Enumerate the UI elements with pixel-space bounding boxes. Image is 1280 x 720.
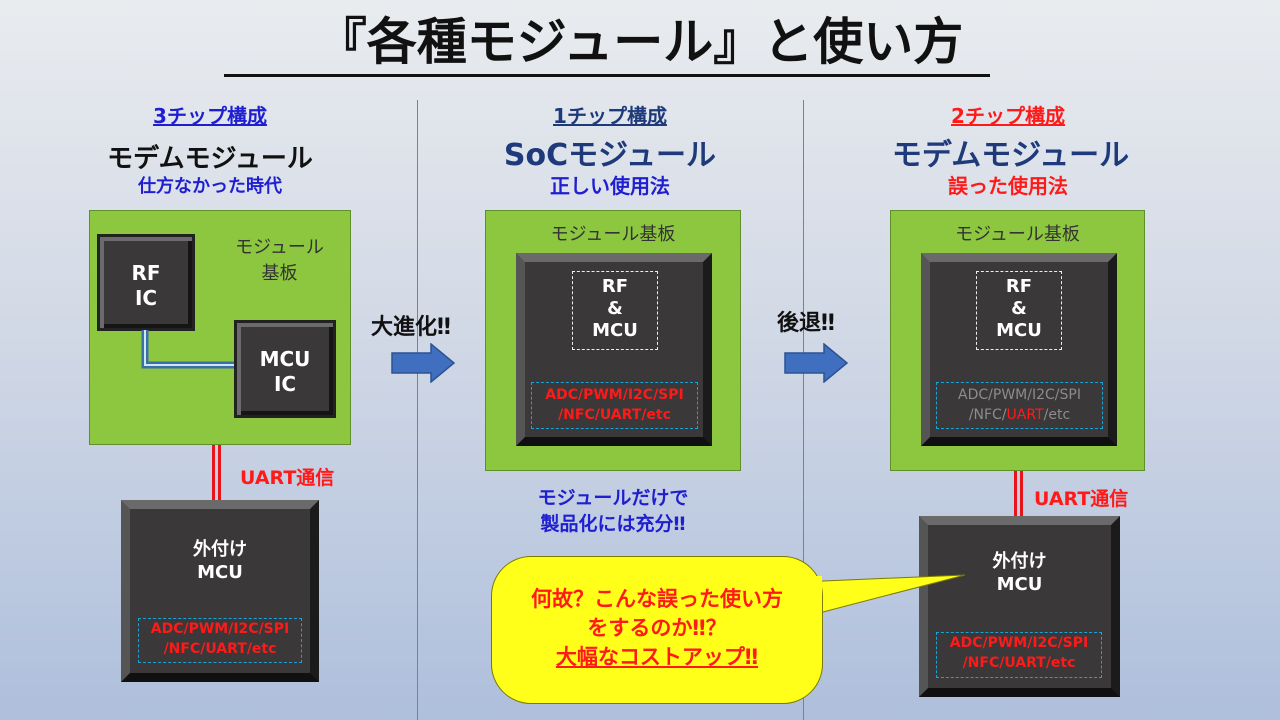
left-rf-ic-line2: IC <box>134 286 158 310</box>
page-title: 『各種モジュール』と使い方 <box>316 13 964 71</box>
left-external-mcu-chip <box>121 500 319 682</box>
arrow1-label: 大進化‼ <box>371 315 451 340</box>
right-config-label: 2チップ構成 <box>951 104 1065 128</box>
right-rf-mcu-core: RF & MCU <box>976 271 1062 350</box>
callout-text: 何故？こんな誤った使い方 をするのか‼？ 大幅なコストアップ‼ <box>491 585 823 672</box>
left-external-mcu-label: 外付け MCU <box>121 538 319 584</box>
callout-line1: 何故？こんな誤った使い方 <box>531 587 783 611</box>
right-external-mcu-label: 外付け MCU <box>919 550 1120 596</box>
callout-bubble <box>491 556 823 704</box>
left-board-label-line2: 基板 <box>261 263 298 284</box>
left-board-label: モジュール 基板 <box>222 235 337 287</box>
right-soc-line2: & <box>1011 298 1027 319</box>
arrow-right-icon <box>784 343 849 383</box>
middle-heading: SoCモジュール <box>503 138 717 173</box>
left-board-label-line1: モジュール <box>235 237 324 258</box>
left-ext-mcu-line2: MCU <box>197 562 243 583</box>
middle-config-label: 1チップ構成 <box>553 104 667 128</box>
callout-pointer-cover <box>790 576 822 622</box>
title-underline <box>224 74 990 77</box>
left-ext-mcu-line1: 外付け <box>193 539 247 560</box>
middle-periph-line1: ADC/PWM/I2C/SPI <box>545 387 684 403</box>
middle-note: モジュールだけで 製品化には充分‼ <box>460 485 766 537</box>
left-mcu-ic-line1: MCU <box>259 347 311 371</box>
left-uart-label: UART通信 <box>240 467 335 489</box>
right-board-label: モジュール基板 <box>955 224 1080 245</box>
left-uart-link <box>212 445 221 502</box>
left-rf-ic-line1: RF <box>131 261 161 285</box>
callout-line2: をするのか‼？ <box>587 616 727 640</box>
middle-subheading: 正しい使用法 <box>550 174 670 198</box>
left-mcu-ic-chip: MCU IC <box>234 320 336 418</box>
left-ext-periph-line1: ADC/PWM/I2C/SPI <box>150 621 290 637</box>
divider-right <box>803 100 804 720</box>
middle-board-label: モジュール基板 <box>550 224 676 245</box>
middle-note-line2: 製品化には充分‼ <box>540 513 686 535</box>
right-soc-line3: MCU <box>996 320 1042 341</box>
callout-line3: 大幅なコストアップ‼ <box>555 645 759 669</box>
middle-soc-line2: & <box>607 298 623 319</box>
right-subheading: 誤った使用法 <box>948 174 1068 198</box>
left-heading: モデムモジュール <box>107 144 313 174</box>
middle-soc-line1: RF <box>601 276 629 297</box>
left-ext-peripherals: ADC/PWM/I2C/SPI /NFC/UART/etc <box>138 618 302 663</box>
left-rf-ic-chip: RF IC <box>97 234 195 331</box>
left-config-label: 3チップ構成 <box>153 104 267 128</box>
right-soc-line1: RF <box>1005 276 1033 297</box>
right-heading: モデムモジュール <box>891 138 1130 173</box>
right-ext-periph-line2: /NFC/UART/etc <box>962 655 1076 671</box>
right-periph-uart: UART <box>1006 407 1044 423</box>
middle-note-line1: モジュールだけで <box>537 487 689 509</box>
left-mcu-ic-line2: IC <box>273 372 297 396</box>
right-periph-line2-part1: /NFC/ <box>968 407 1007 423</box>
right-uart-link <box>1014 471 1023 518</box>
right-ext-mcu-line1: 外付け <box>992 551 1047 572</box>
right-periph-line2-part3: /etc <box>1043 407 1071 423</box>
left-ext-periph-line2: /NFC/UART/etc <box>163 641 277 657</box>
arrow2-label: 後退‼ <box>777 311 835 336</box>
rf-mcu-connection <box>141 330 236 369</box>
middle-soc-line3: MCU <box>592 320 638 341</box>
arrow-right-icon <box>391 343 456 383</box>
right-ext-mcu-line2: MCU <box>996 574 1043 595</box>
left-subheading: 仕方なかった時代 <box>138 176 282 197</box>
right-external-mcu-chip <box>919 516 1120 697</box>
right-periph-line1: ADC/PWM/I2C/SPI <box>958 387 1081 403</box>
right-ext-periph-line1: ADC/PWM/I2C/SPI <box>949 635 1089 651</box>
right-uart-label: UART通信 <box>1034 488 1129 510</box>
middle-periph-line2: /NFC/UART/etc <box>558 407 671 423</box>
right-peripherals-unused: ADC/PWM/I2C/SPI /NFC/UART/etc <box>936 382 1103 429</box>
right-ext-peripherals: ADC/PWM/I2C/SPI /NFC/UART/etc <box>936 632 1102 678</box>
divider-left <box>417 100 418 720</box>
middle-rf-mcu-core: RF & MCU <box>572 271 658 350</box>
middle-peripherals: ADC/PWM/I2C/SPI /NFC/UART/etc <box>531 382 698 429</box>
right-periph-line2: /NFC/UART/etc <box>937 405 1102 425</box>
